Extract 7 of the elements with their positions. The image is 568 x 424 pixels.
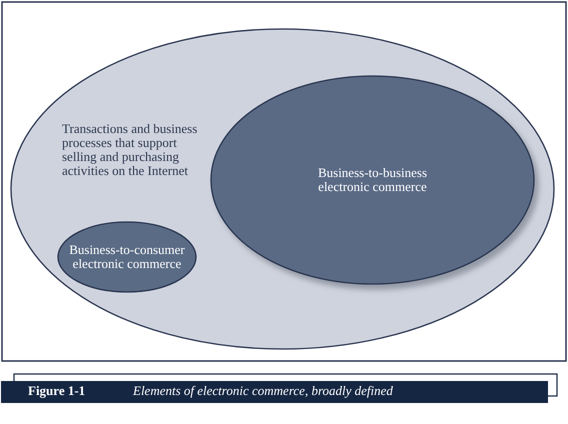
figure-caption: Elements of electronic commerce, broadly defined	[133, 384, 393, 398]
region-description: Transactions and business processes that support selling and purchasing activities on the Internet	[62, 122, 198, 178]
ellipse-node	[210, 75, 535, 285]
node-label: Business-to-consumer electronic commerce	[68, 243, 186, 271]
figure-number: Figure 1-1	[28, 384, 86, 398]
ellipse-node	[57, 221, 197, 293]
node-label: Business-to-business electronic commerce	[316, 166, 428, 194]
